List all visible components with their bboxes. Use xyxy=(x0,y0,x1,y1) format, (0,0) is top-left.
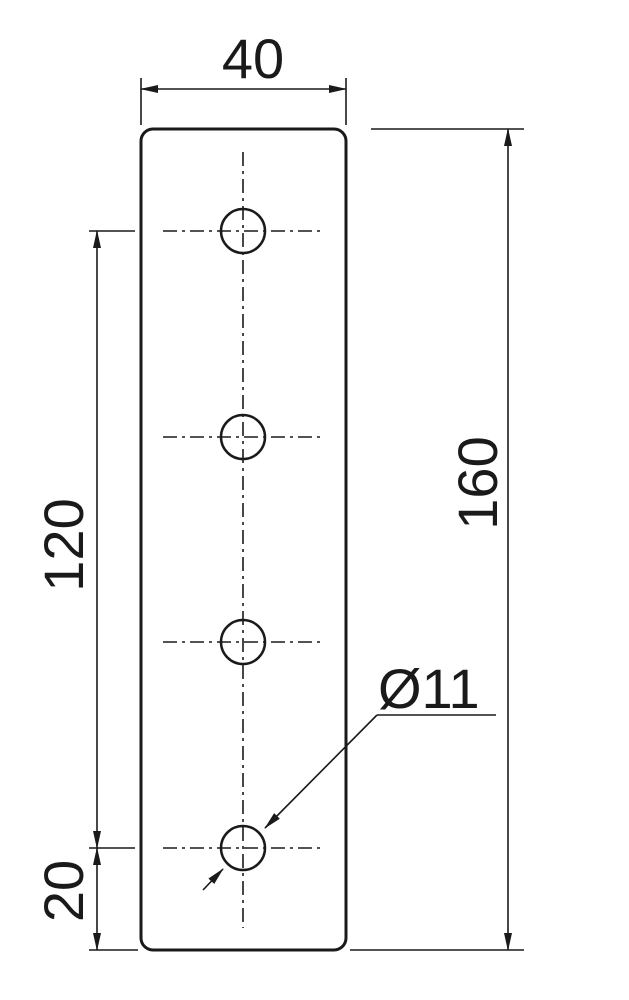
hole-2 xyxy=(163,413,325,461)
hole-diameter-label: Ø11 xyxy=(378,657,480,720)
height-label: 160 xyxy=(446,436,509,529)
hole-diameter-callout: Ø11 xyxy=(202,657,496,891)
spacing-label: 120 xyxy=(32,498,95,591)
hole-4 xyxy=(163,824,325,872)
hole-1 xyxy=(163,207,325,255)
width-dimension: 40 xyxy=(140,27,347,125)
offset-label: 20 xyxy=(32,860,95,922)
height-dimension: 160 xyxy=(350,128,524,951)
offset-dimension: 20 xyxy=(32,847,138,951)
width-label: 40 xyxy=(222,27,284,90)
hole-3 xyxy=(163,618,325,666)
spacing-dimension: 120 xyxy=(32,230,135,849)
